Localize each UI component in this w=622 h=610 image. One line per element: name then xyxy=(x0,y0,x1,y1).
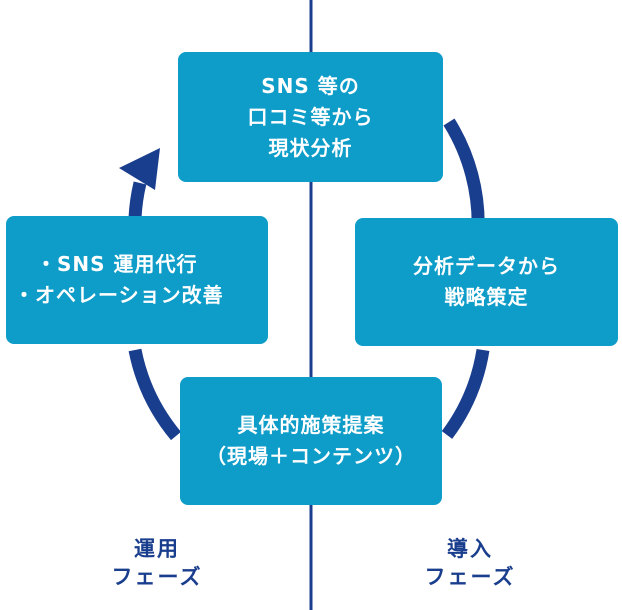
cycle-arrowhead-icon xyxy=(119,148,160,190)
step-current-analysis-line-1: SNS 等の xyxy=(261,73,360,98)
cycle-arc-bottom-left xyxy=(128,348,182,441)
step-strategy-planning-line-2: 戦略策定 xyxy=(444,285,529,309)
step-strategy-planning: 分析データから 戦略策定 xyxy=(355,218,618,346)
cycle-arc-top-right xyxy=(443,118,485,233)
step-operation-line-2: ・オペレーション改善 xyxy=(14,283,224,307)
cycle-arc-top-left xyxy=(128,181,147,219)
step-current-analysis: SNS 等の 口コミ等から 現状分析 xyxy=(178,52,443,182)
step-operation-line-1: ・SNS 運用代行 xyxy=(36,252,198,276)
step-operation: ・SNS 運用代行 ・オペレーション改善 xyxy=(6,216,268,344)
phase-label-introduction-line-2: フェーズ xyxy=(424,565,516,589)
step-current-analysis-line-3: 現状分析 xyxy=(268,135,353,160)
step-measure-proposal: 具体的施策提案 （現場＋コンテンツ） xyxy=(180,377,442,505)
phase-label-operation-line-1: 運用 xyxy=(134,537,180,561)
step-strategy-planning-line-1: 分析データから xyxy=(413,254,560,278)
step-measure-proposal-line-2: （現場＋コンテンツ） xyxy=(206,444,416,468)
phase-label-operation-line-2: フェーズ xyxy=(111,565,203,589)
phase-label-operation: 運用 フェーズ xyxy=(82,535,232,591)
step-measure-proposal-line-1: 具体的施策提案 xyxy=(237,413,385,437)
cycle-arc-bottom-right xyxy=(441,348,490,439)
step-current-analysis-line-2: 口コミ等から xyxy=(247,104,374,129)
phase-label-introduction-line-1: 導入 xyxy=(447,537,493,561)
phase-label-introduction: 導入 フェーズ xyxy=(395,535,545,591)
